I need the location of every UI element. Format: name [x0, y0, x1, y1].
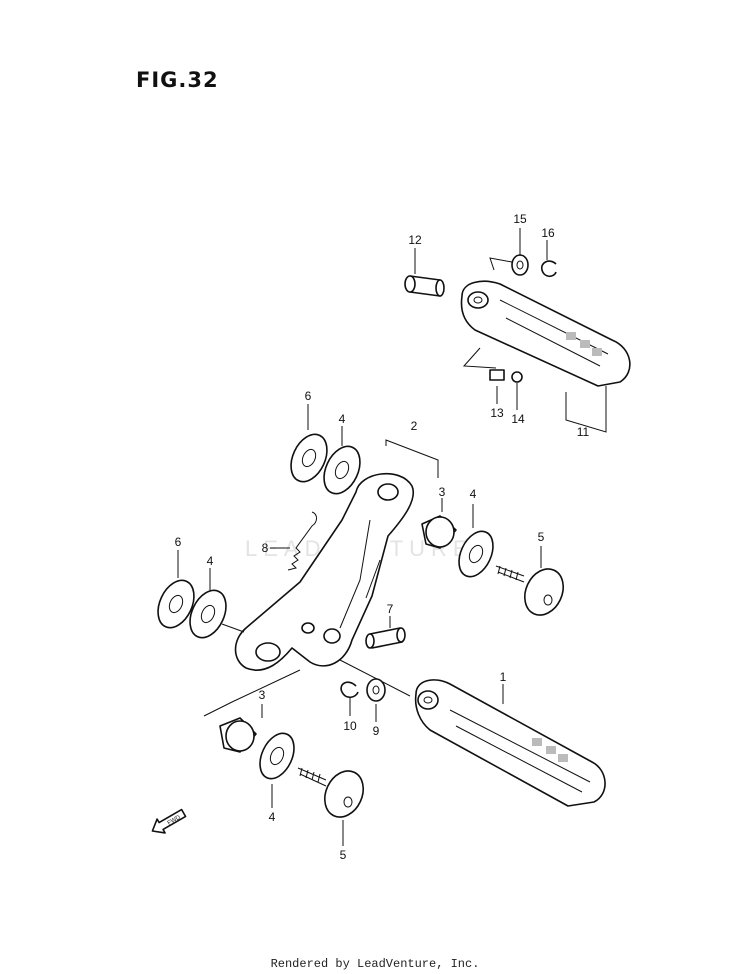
pin-7 [365, 627, 406, 649]
washer-4-lower [259, 732, 295, 780]
pin-12 [404, 275, 445, 297]
callout-1: 1 [500, 670, 507, 684]
callout-14: 14 [511, 412, 525, 426]
footrest-11-assembly [404, 228, 631, 433]
callout-8: 8 [262, 541, 269, 555]
callout-2: 2 [411, 419, 418, 433]
collar-3-lower [219, 717, 257, 753]
callout-11: 11 [577, 425, 590, 439]
clip-16 [540, 260, 557, 278]
collar-3-upper [421, 515, 457, 549]
callout-3-lower: 3 [259, 688, 266, 702]
footrest-1 [414, 679, 606, 807]
washer-4-upper [323, 445, 361, 495]
fwd-arrow-icon: FWD [151, 808, 187, 834]
callout-9: 9 [373, 724, 380, 738]
callout-5-lower: 5 [340, 848, 347, 862]
bolt-5-lower [297, 767, 365, 818]
clip-10 [340, 681, 359, 699]
spring-13 [489, 369, 505, 381]
callout-4-upper: 4 [339, 412, 346, 426]
bracket-2 [234, 439, 439, 671]
figure-title: FIG.32 [136, 68, 219, 92]
callout-4-left: 4 [207, 554, 214, 568]
callout-6-upper: 6 [305, 389, 312, 403]
callout-4-lower: 4 [269, 810, 276, 824]
callout-16: 16 [541, 226, 555, 240]
washer-6-upper [290, 433, 328, 483]
washer-15 [511, 254, 529, 276]
callout-10: 10 [343, 719, 357, 733]
spring-8 [287, 511, 317, 571]
footrest-11 [460, 280, 631, 387]
callout-13: 13 [490, 406, 504, 420]
washer-4-right [458, 530, 494, 578]
washer-4-left [189, 589, 227, 639]
callout-12: 12 [408, 233, 422, 247]
footer-credit: Rendered by LeadVenture, Inc. [270, 957, 480, 971]
washer-9 [366, 678, 386, 702]
callout-4-right: 4 [470, 487, 477, 501]
callout-6-left: 6 [175, 535, 182, 549]
bolt-5-right [495, 565, 565, 616]
callout-5-right: 5 [538, 530, 545, 544]
washer-6-left [157, 579, 195, 629]
ball-14 [511, 371, 523, 383]
callout-15: 15 [513, 212, 527, 226]
callout-7: 7 [387, 602, 394, 616]
callout-3-upper: 3 [439, 485, 446, 499]
